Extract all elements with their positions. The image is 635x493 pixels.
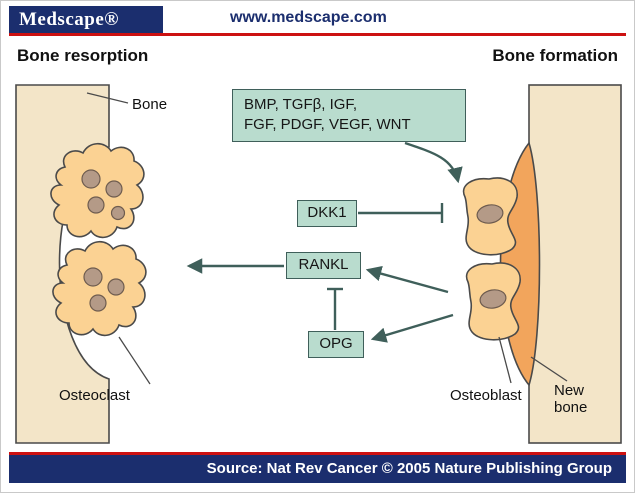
new-bone-label-line2: bone bbox=[554, 399, 588, 416]
growthfactors-to-osteoblast-arrow bbox=[404, 141, 463, 184]
opg-box: OPG bbox=[308, 331, 364, 358]
nucleus bbox=[107, 278, 125, 296]
section-title-bone-formation: Bone formation bbox=[492, 46, 618, 65]
nucleus bbox=[83, 267, 103, 287]
header-url: www.medscape.com bbox=[230, 9, 387, 26]
source-text: Source: Nat Rev Cancer © 2005 Nature Pub… bbox=[206, 460, 612, 477]
nucleus bbox=[476, 204, 504, 224]
bottom-red-divider bbox=[9, 452, 626, 455]
osteoclast-lower-nuclei bbox=[83, 267, 125, 312]
nucleus bbox=[105, 180, 123, 198]
osteoblast-to-rankl-arrow bbox=[365, 265, 449, 294]
new-bone-label: New bone bbox=[554, 382, 587, 416]
nucleus bbox=[89, 294, 107, 312]
bone-label: Bone bbox=[132, 96, 168, 113]
osteoblast-to-opg-arrow bbox=[370, 313, 454, 343]
osteoclast-label: Osteoclast bbox=[59, 387, 130, 404]
osteoclast-upper-nuclei bbox=[81, 169, 126, 221]
osteoclast-lower bbox=[52, 240, 147, 337]
osteoclast-upper-shape bbox=[50, 142, 145, 239]
osteoclast-lower-shape bbox=[52, 240, 147, 337]
growth-factors-box: BMP, TGFβ, IGF, FGF, PDGF, VEGF, WNT bbox=[232, 89, 466, 142]
dkk1-box: DKK1 bbox=[297, 200, 357, 227]
osteoclast-upper bbox=[50, 142, 145, 239]
nucleus bbox=[81, 169, 101, 189]
bone-label-line bbox=[86, 92, 129, 104]
osteoblast-upper bbox=[462, 177, 518, 256]
bone-right-shape bbox=[528, 84, 622, 444]
top-red-divider bbox=[9, 33, 626, 36]
section-title-bone-resorption: Bone resorption bbox=[17, 46, 149, 65]
osteoblast-label: Osteoblast bbox=[450, 387, 522, 404]
growth-factors-line2: FGF, PDGF, VEGF, WNT bbox=[244, 116, 411, 133]
growth-factors-line1: BMP, TGFβ, IGF, bbox=[244, 96, 358, 113]
new-bone-label-line bbox=[530, 356, 568, 382]
footer-source-bar: Source: Nat Rev Cancer © 2005 Nature Pub… bbox=[9, 455, 626, 483]
osteoblast-label-line bbox=[498, 336, 512, 384]
nucleus bbox=[87, 196, 105, 214]
nucleus bbox=[479, 289, 507, 309]
medscape-logo: Medscape® bbox=[9, 6, 163, 33]
osteoblast-lower bbox=[465, 262, 521, 341]
rankl-box: RANKL bbox=[286, 252, 361, 279]
nucleus bbox=[110, 205, 126, 221]
new-bone-label-line1: New bbox=[554, 382, 585, 399]
osteoclast-label-line bbox=[118, 336, 151, 385]
